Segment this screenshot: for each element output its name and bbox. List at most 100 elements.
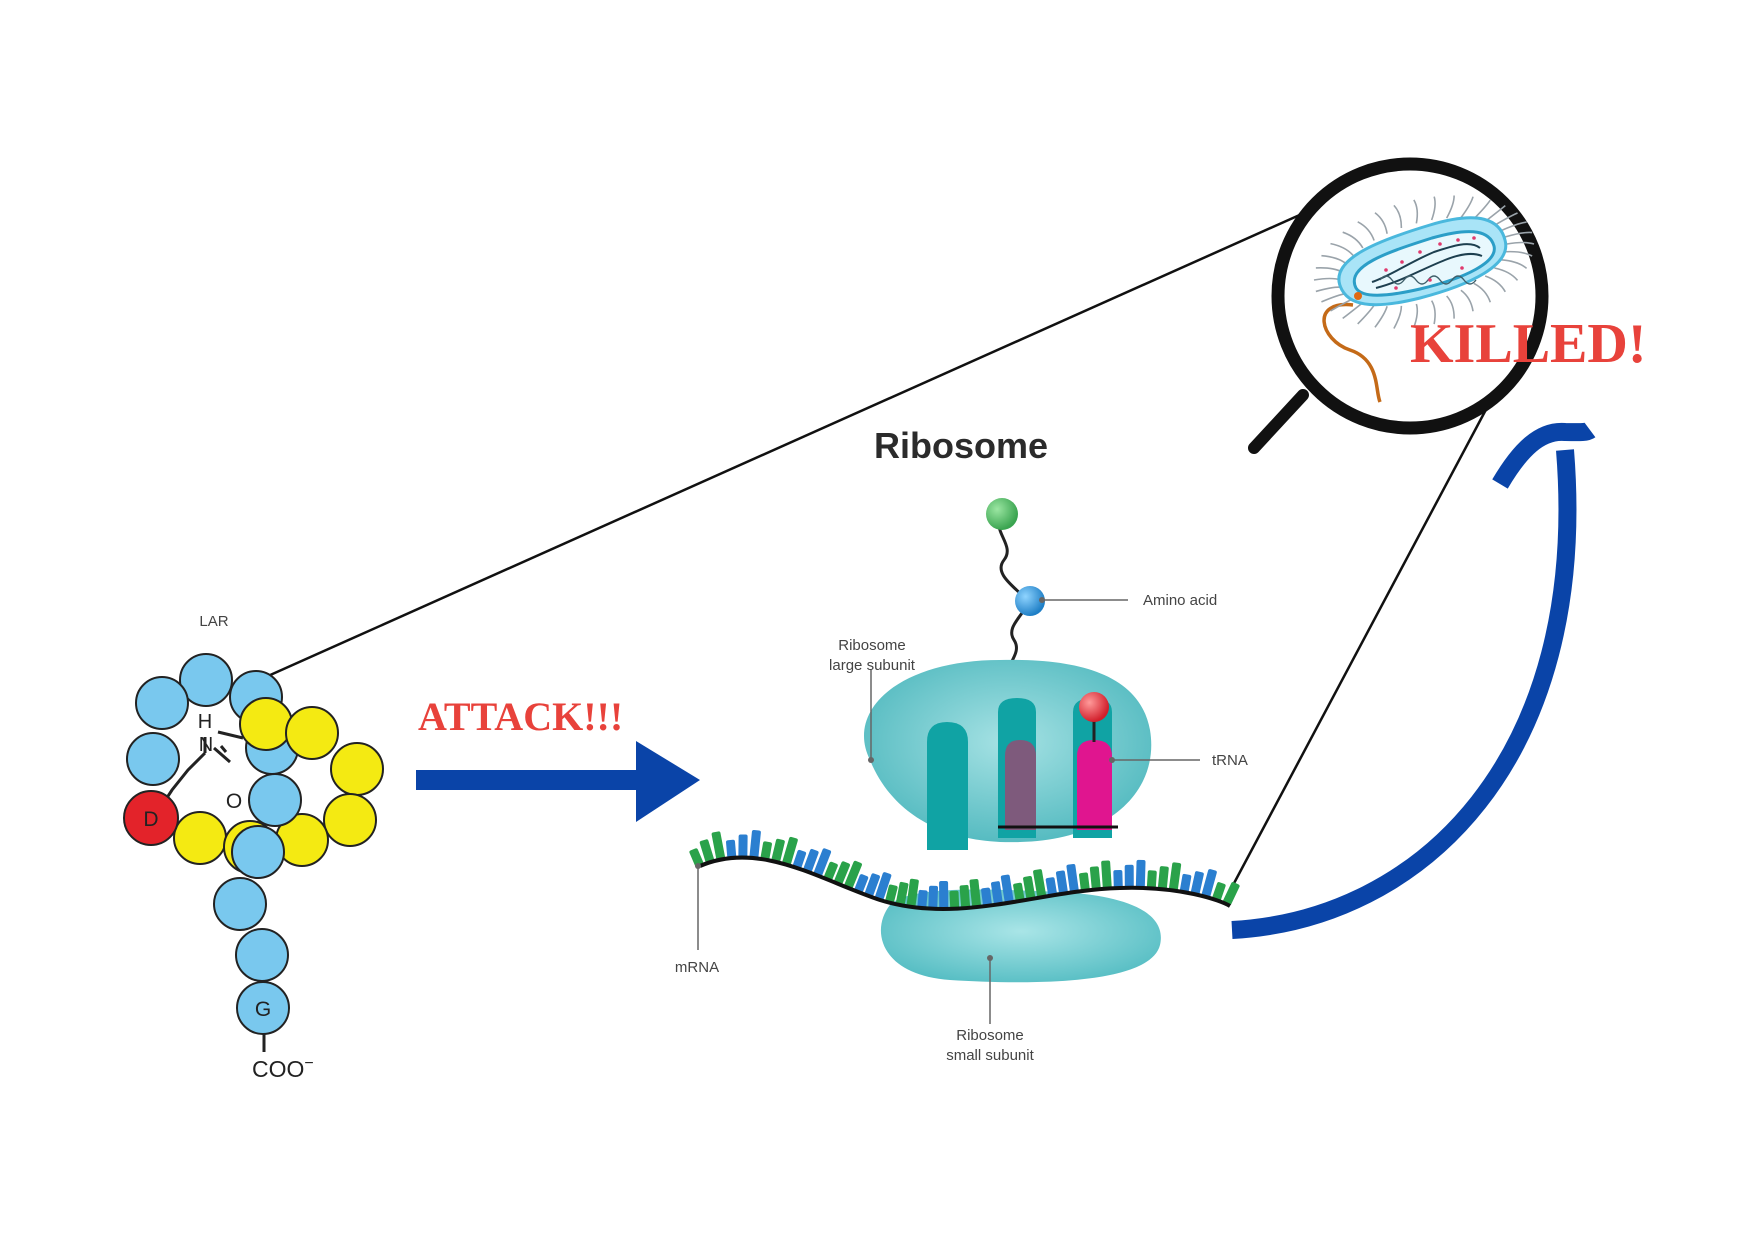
leader-dot bbox=[695, 863, 701, 869]
pilus bbox=[1430, 300, 1436, 325]
mrna-label: mRNA bbox=[675, 959, 719, 976]
pilus bbox=[1500, 221, 1527, 232]
mrna-base bbox=[689, 848, 704, 868]
zoom-line-upper bbox=[267, 203, 1323, 678]
mrna-base bbox=[782, 836, 798, 866]
killed-label: KILLED! bbox=[1410, 313, 1647, 375]
mrna-base bbox=[738, 834, 748, 858]
amino-acid-blue bbox=[1015, 586, 1045, 616]
mrna-base bbox=[1168, 862, 1182, 891]
mrna-base bbox=[834, 861, 850, 885]
small-subunit-label-2: small subunit bbox=[946, 1047, 1034, 1064]
atom-n: N bbox=[199, 734, 213, 756]
pilus bbox=[1374, 212, 1388, 234]
pilus bbox=[1413, 303, 1419, 328]
mrna-base bbox=[939, 880, 949, 909]
coo-charge: − bbox=[304, 1055, 313, 1072]
pilus bbox=[1357, 304, 1375, 325]
mrna-base bbox=[981, 887, 992, 907]
pilus bbox=[1460, 196, 1474, 219]
bead-blue bbox=[235, 928, 289, 982]
mrna-base bbox=[854, 874, 869, 893]
mrna-base bbox=[895, 881, 909, 906]
mrna-base bbox=[1023, 875, 1036, 900]
pilus bbox=[1430, 196, 1436, 221]
pilus bbox=[1445, 195, 1455, 219]
trna-label: tRNA bbox=[1212, 752, 1248, 769]
mrna-base bbox=[1000, 874, 1014, 904]
mrna-base bbox=[792, 849, 807, 869]
leader-dot bbox=[987, 955, 993, 961]
mrna-base bbox=[991, 881, 1003, 905]
mrna-base bbox=[1201, 869, 1217, 898]
mrna-base bbox=[1212, 882, 1226, 901]
bead-blue bbox=[231, 825, 285, 879]
bead-blue bbox=[135, 676, 189, 730]
mrna-base bbox=[803, 848, 819, 873]
coo-text: COO bbox=[252, 1056, 304, 1082]
mrna-base bbox=[711, 831, 726, 860]
trna-purple bbox=[1005, 740, 1036, 830]
mrna-base bbox=[813, 848, 832, 877]
mrna-base bbox=[906, 878, 919, 908]
mrna-base bbox=[1101, 860, 1112, 889]
attack-label: ATTACK!!! bbox=[418, 694, 623, 739]
mrna-base bbox=[771, 838, 785, 863]
leader-dot bbox=[1039, 597, 1045, 603]
bead-yellow bbox=[239, 697, 293, 751]
leader-dot bbox=[1109, 757, 1115, 763]
bacterium-icon bbox=[1313, 195, 1535, 403]
bead-d bbox=[123, 790, 179, 846]
pilus bbox=[1460, 289, 1474, 312]
mrna-base bbox=[1089, 866, 1101, 890]
mrna-base bbox=[1045, 877, 1057, 896]
trna-magenta bbox=[1077, 740, 1112, 830]
pilus bbox=[1505, 231, 1533, 238]
pilus bbox=[1484, 275, 1506, 293]
mrna-base bbox=[874, 872, 892, 901]
amino-acid-label: Amino acid bbox=[1143, 592, 1217, 609]
mrna-base bbox=[749, 829, 761, 859]
bead-g bbox=[236, 981, 290, 1035]
mrna-base bbox=[949, 890, 960, 909]
bead-yellow bbox=[173, 811, 227, 865]
pilus bbox=[1506, 241, 1535, 245]
mrna-base bbox=[1033, 869, 1047, 898]
mrna-base bbox=[969, 878, 981, 908]
mrna-base bbox=[1079, 872, 1090, 891]
mrna-base bbox=[1135, 859, 1146, 888]
zoom-line-lower bbox=[1230, 401, 1492, 888]
mrna-base bbox=[726, 839, 737, 859]
bead-blue bbox=[213, 877, 267, 931]
bead-blue bbox=[126, 732, 180, 786]
bead-yellow bbox=[323, 793, 377, 847]
small-subunit-label-1: Ribosome bbox=[956, 1027, 1024, 1044]
mrna-base bbox=[1190, 871, 1204, 895]
pilus bbox=[1473, 282, 1492, 303]
mrna-base bbox=[760, 841, 772, 861]
bead-blue bbox=[248, 773, 302, 827]
ribosome-title: Ribosome bbox=[874, 425, 1048, 466]
attack-arrow bbox=[416, 741, 700, 822]
mrna-base bbox=[1222, 882, 1240, 906]
mrna-base bbox=[1146, 870, 1157, 889]
mrna-base bbox=[864, 873, 880, 897]
mrna-base bbox=[823, 861, 838, 881]
mrna-strand bbox=[699, 855, 1232, 911]
mrna-base bbox=[1113, 869, 1123, 889]
large-subunit-label-2: large subunit bbox=[829, 657, 916, 674]
mrna-base bbox=[928, 885, 939, 909]
mrna-base bbox=[1066, 863, 1079, 893]
mrna-base bbox=[844, 860, 862, 889]
leader-dot bbox=[868, 757, 874, 763]
amino-acid-green bbox=[986, 498, 1018, 530]
atom-h: H bbox=[198, 711, 212, 733]
pilus bbox=[1494, 267, 1519, 281]
pilus bbox=[1357, 221, 1375, 241]
mrna-bases bbox=[689, 829, 1240, 909]
pilus bbox=[1342, 231, 1364, 249]
mrna-base bbox=[1055, 870, 1068, 895]
bead-g-label: G bbox=[255, 998, 271, 1021]
pilus bbox=[1393, 305, 1403, 329]
pilus bbox=[1374, 306, 1388, 328]
